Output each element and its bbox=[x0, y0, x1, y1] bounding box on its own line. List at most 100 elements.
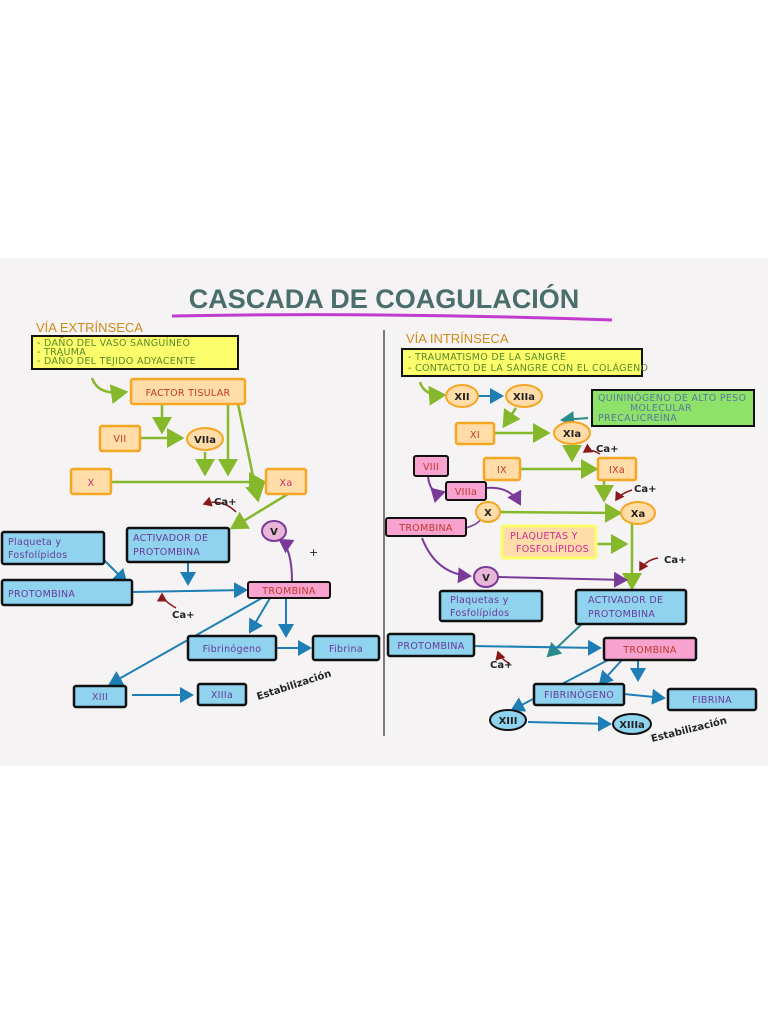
factor-xa-box: Xa bbox=[264, 467, 308, 496]
intrinsic-ca-2: Ca+ bbox=[634, 484, 656, 495]
extrinsic-cause-3: - DAÑO DEL TEJIDO ADYACENTE bbox=[37, 356, 196, 367]
xiiia-label: XIIIa bbox=[211, 690, 233, 701]
protombina-intrinsic-box: PROTOMBINA bbox=[386, 632, 476, 658]
xiii-box: XIII bbox=[72, 684, 128, 709]
plaqueta-line-1: Plaqueta y bbox=[8, 537, 61, 548]
factor-x-node-label: X bbox=[484, 508, 492, 519]
plaqueta-box: Plaqueta y Fosfolípidos bbox=[0, 530, 106, 566]
factor-viii-box: VIII bbox=[413, 455, 449, 477]
xiiia-intrinsic-label: XIIIa bbox=[619, 720, 645, 731]
factor-xiia-label: XIIa bbox=[513, 392, 535, 403]
kininogen-box: QUININÓGENO DE ALTO PESO MOLECULAR PRECA… bbox=[591, 389, 755, 427]
extrinsic-cause-2: - TRAUMA bbox=[37, 347, 86, 358]
factor-tisular-box: FACTOR TISULAR bbox=[129, 377, 247, 406]
factor-ixa-box: IXa bbox=[596, 456, 638, 482]
xiiia-intrinsic-node: XIIIa bbox=[612, 713, 652, 735]
protombina-intrinsic-label: PROTOMBINA bbox=[397, 641, 464, 652]
factor-viiia-label: VIIIa bbox=[455, 487, 477, 498]
factor-vii-label: VII bbox=[113, 434, 126, 445]
plaquetas2-line-2: Fosfolípidos bbox=[450, 608, 509, 619]
fibrinogeno-box: Fibrinógeno bbox=[186, 634, 278, 662]
fibrinogeno-intrinsic-label: FIBRINÓGENO bbox=[544, 689, 614, 701]
extrinsic-plus: + bbox=[309, 546, 318, 559]
activador-line-1: ACTIVADOR DE bbox=[133, 533, 208, 544]
plaqueta-line-2: Fosfolípidos bbox=[8, 550, 67, 561]
factor-xia-label: XIa bbox=[563, 429, 581, 440]
plaquetas-box: PLAQUETAS Y FOSFOLÍPIDOS bbox=[500, 524, 598, 560]
factor-xia-node: XIa bbox=[553, 421, 591, 445]
intrinsic-ca-4: Ca+ bbox=[490, 660, 512, 671]
factor-xi-label: XI bbox=[470, 430, 480, 441]
activador-line-2: PROTOMBINA bbox=[133, 547, 200, 558]
extrinsic-heading: VÍA EXTRÍNSECA bbox=[36, 320, 143, 335]
plaquetas-line-2: FOSFOLÍPIDOS bbox=[516, 543, 589, 555]
factor-x-label: X bbox=[88, 478, 95, 489]
factor-x-box: X bbox=[69, 467, 113, 496]
fibrina-intrinsic-label: FIBRINA bbox=[692, 695, 732, 706]
factor-vii-box: VII bbox=[98, 424, 142, 453]
extrinsic-ca-2: Ca+ bbox=[172, 610, 194, 621]
intrinsic-estabilizacion: Estabilización bbox=[650, 714, 728, 744]
trombina-intrinsic-box: TROMBINA bbox=[602, 636, 698, 662]
fibrina-box: Fibrina bbox=[311, 634, 381, 662]
factor-tisular-label: FACTOR TISULAR bbox=[146, 388, 231, 399]
factor-xiia-node: XIIa bbox=[505, 384, 543, 408]
activador-intrinsic-line-1: ACTIVADOR DE bbox=[588, 595, 663, 606]
fibrinogeno-intrinsic-box: FIBRINÓGENO bbox=[532, 682, 626, 707]
intrinsic-causes-box: - TRAUMATISMO DE LA SANGRE - CONTACTO DE… bbox=[401, 348, 648, 377]
xiiia-box: XIIIa bbox=[196, 682, 248, 707]
activador-box: ACTIVADOR DE PROTOMBINA bbox=[125, 526, 231, 564]
intrinsic-cause-2: - CONTACTO DE LA SANGRE CON EL COLÁGENO bbox=[408, 362, 648, 374]
intrinsic-ca-3: Ca+ bbox=[664, 555, 686, 566]
factor-xa-label: Xa bbox=[280, 478, 293, 489]
extrinsic-ca-1: Ca+ bbox=[214, 497, 236, 508]
factor-viii-label: VIII bbox=[423, 462, 439, 473]
activador-intrinsic-box: ACTIVADOR DE PROTOMBINA bbox=[574, 588, 688, 626]
fibrinogeno-label: Fibrinógeno bbox=[203, 644, 262, 655]
factor-v-intrinsic-label: V bbox=[482, 573, 490, 584]
coagulation-diagram: CASCADA DE COAGULACIÓN VÍA EXTRÍNSECA - … bbox=[0, 283, 758, 745]
intrinsic-heading: VÍA INTRÍNSECA bbox=[406, 331, 509, 346]
factor-x-node: X bbox=[475, 501, 501, 523]
xiii-intrinsic-label: XIII bbox=[499, 716, 518, 727]
factor-xi-box: XI bbox=[454, 421, 496, 446]
trombina-small-box: TROMBINA bbox=[385, 517, 467, 537]
factor-ix-box: IX bbox=[482, 456, 522, 482]
extrinsic-estabilizacion: Estabilización bbox=[255, 667, 333, 702]
factor-xa-node-label: Xa bbox=[631, 509, 645, 520]
factor-v-intrinsic-node: V bbox=[473, 566, 499, 588]
activador-intrinsic-line-2: PROTOMBINA bbox=[588, 609, 655, 620]
factor-v-label: V bbox=[270, 527, 278, 538]
paper-sheet: CASCADA DE COAGULACIÓN VÍA EXTRÍNSECA - … bbox=[0, 258, 768, 766]
trombina-intrinsic-label: TROMBINA bbox=[622, 645, 677, 656]
intrinsic-ca-1: Ca+ bbox=[596, 444, 618, 455]
factor-v-node: V bbox=[261, 520, 287, 542]
plaquetas2-box: Plaquetas y Fosfolípidos bbox=[438, 589, 544, 623]
kininogen-line-1: QUININÓGENO DE ALTO PESO bbox=[598, 392, 746, 404]
factor-ix-label: IX bbox=[497, 465, 507, 476]
factor-xa-node: Xa bbox=[620, 501, 656, 525]
kininogen-line-2: MOLECULAR bbox=[630, 403, 692, 414]
page-title: CASCADA DE COAGULACIÓN bbox=[189, 283, 580, 314]
fibrina-label: Fibrina bbox=[329, 644, 363, 655]
extrinsic-cause-1: - DAÑO DEL VASO SANGUÍNEO bbox=[37, 337, 190, 349]
xiii-label: XIII bbox=[92, 692, 108, 703]
xiii-intrinsic-node: XIII bbox=[489, 709, 527, 731]
protombina-box: PROTOMBINA bbox=[0, 578, 134, 607]
factor-xii-label: XII bbox=[454, 392, 469, 403]
trombina-box: TROMBINA bbox=[247, 581, 331, 599]
factor-ixa-label: IXa bbox=[609, 465, 625, 476]
extrinsic-causes-box: - DAÑO DEL VASO SANGUÍNEO - TRAUMA - DAÑ… bbox=[31, 335, 239, 370]
title-underline bbox=[171, 313, 613, 322]
trombina-small-label: TROMBINA bbox=[398, 523, 453, 534]
intrinsic-cause-1: - TRAUMATISMO DE LA SANGRE bbox=[408, 352, 566, 363]
factor-viia-node: VIIa bbox=[186, 427, 224, 451]
plaquetas2-line-1: Plaquetas y bbox=[450, 595, 509, 606]
factor-viiia-box: VIIIa bbox=[445, 481, 487, 501]
plaquetas-line-1: PLAQUETAS Y bbox=[510, 531, 578, 542]
kininogen-line-3: PRECALICREÍNA bbox=[598, 412, 677, 424]
factor-xii-node: XII bbox=[445, 384, 479, 408]
factor-viia-label: VIIa bbox=[194, 435, 216, 446]
trombina-label: TROMBINA bbox=[261, 586, 316, 597]
fibrina-intrinsic-box: FIBRINA bbox=[666, 687, 758, 712]
